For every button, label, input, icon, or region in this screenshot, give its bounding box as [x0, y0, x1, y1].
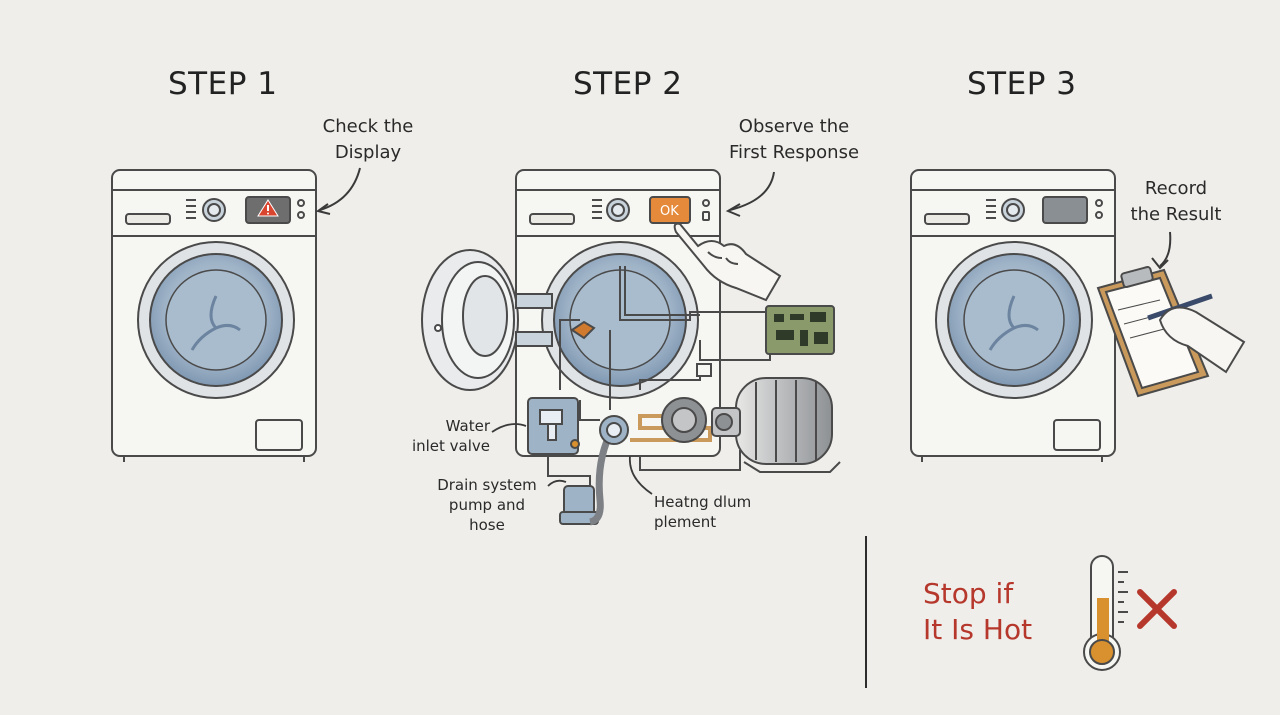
washing-machine-3	[910, 169, 1116, 462]
step-3-note-line-1: Record	[1144, 178, 1208, 199]
red-x-icon	[1137, 589, 1177, 629]
connector	[696, 363, 712, 377]
drain-pump	[547, 415, 629, 526]
warning-line-2: It Is Hot	[923, 613, 1033, 646]
step-3-title: STEP 3	[967, 66, 1077, 102]
warning-text: Stop if It Is Hot	[923, 576, 1032, 648]
water-inlet-label-line-1: Water	[445, 417, 490, 435]
step-3-arrow	[1159, 231, 1172, 267]
step-3-note-line-2: the Result	[1130, 204, 1222, 225]
step-2-note-line-2: First Response	[728, 142, 860, 163]
water-inlet-arrow	[491, 423, 527, 433]
motor	[711, 377, 841, 473]
step-2-note: Observe the First Response	[716, 114, 872, 166]
step-2-title: STEP 2	[573, 66, 683, 102]
warning-triangle-icon	[257, 199, 279, 217]
open-door	[421, 249, 553, 391]
heating-element	[630, 397, 712, 443]
writing-hand-icon	[1147, 293, 1246, 374]
heating-label-line-2: plement	[654, 513, 717, 531]
heating-arrow	[629, 455, 653, 495]
step-1-title: STEP 1	[168, 66, 278, 102]
drain-arrow	[547, 479, 567, 487]
thermometer-icon	[1083, 555, 1128, 671]
water-inlet-label-line-2: inlet valve	[411, 437, 490, 455]
step-3-note: Record the Result	[1116, 176, 1236, 228]
step-2-arrow	[729, 171, 775, 211]
washing-machine-1	[111, 169, 317, 462]
drain-label-line-3: hose	[469, 516, 505, 534]
heating-label-line-1: Heatng dlum	[654, 493, 752, 511]
step-1-note-line-2: Display	[334, 142, 402, 163]
drain-label-line-1: Drain system	[437, 476, 537, 494]
step-2-note-line-1: Observe the	[738, 116, 850, 137]
door-lock-sensor	[570, 320, 596, 340]
step-1-arrow	[319, 167, 361, 211]
water-inlet-valve	[527, 397, 580, 455]
control-board-chips	[774, 312, 828, 346]
warning-line-1: Stop if	[923, 577, 1014, 610]
ok-display-text: OK	[660, 204, 679, 219]
drain-label: Drain system pump and hose	[430, 475, 544, 535]
drain-label-line-2: pump and	[448, 496, 526, 514]
pointing-hand-icon	[673, 222, 782, 302]
heating-label: Heatng dlum plement	[654, 492, 764, 532]
step-1-note: Check the Display	[300, 114, 436, 166]
water-inlet-label: Water inlet valve	[390, 416, 490, 456]
clipboard-icon	[1096, 266, 1210, 398]
step-1-note-line-1: Check the	[322, 116, 414, 137]
